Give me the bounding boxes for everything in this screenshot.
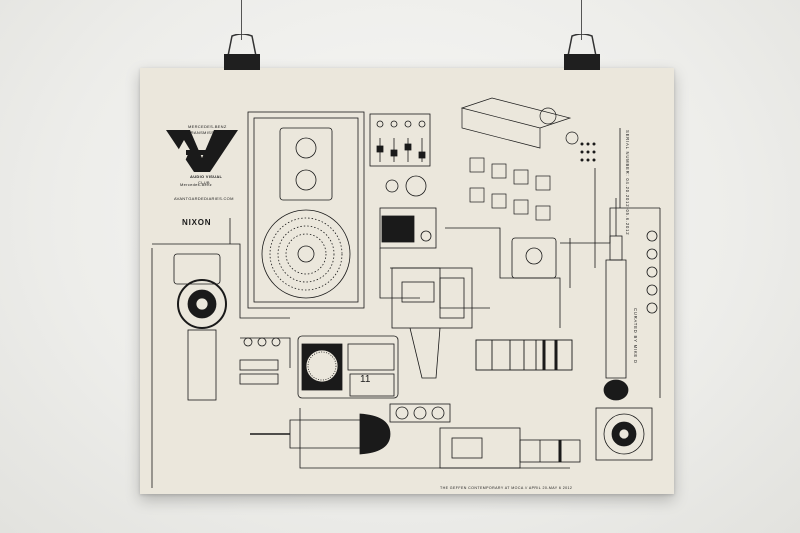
nixon-logo-text: NIXON [182,218,212,227]
logo-mid-text: TRANSMISSION [188,130,223,135]
synth-rack [460,97,579,221]
walkman [511,237,571,288]
logo-top-text: MERCEDES-BENZ [188,124,227,129]
av-logo [166,130,238,172]
logo-bottom-text: AUDIO VISUAL [190,174,223,179]
mixer [369,113,431,197]
sponsor-mercedes-text: Mercedes-Benz [180,182,212,187]
handheld-microphone [603,198,658,401]
super8-camera [391,267,473,379]
logo-club-text: CLUB [198,180,210,185]
button-row [389,403,451,423]
radio [379,207,437,249]
website-text: AVANTGARDEDIARIES.COM [174,196,234,201]
hanging-wire-left [241,0,242,40]
curated-by-text: CURATED BY MIKE D [633,308,638,364]
ribbon-microphone [250,413,391,455]
hanging-wire-right [581,0,582,40]
film-camera-left [173,253,227,401]
poster-artwork [151,97,661,488]
dot-grid [580,142,596,162]
boombox [297,335,399,399]
video-camera [439,427,581,469]
footer-venue-text: THE GEFFEN CONTEMPORARY AT MOCA // APRIL… [440,486,573,490]
binder-clip-right [564,34,600,70]
boombox-display-number: 11 [360,374,371,385]
woofer [595,407,653,461]
binder-clip-left [224,34,260,70]
poster: MERCEDES-BENZ TRANSMISSION AUDIO VISUAL … [140,68,674,494]
telephoto-lens [475,339,573,371]
serial-number-text: SERIAL NUMBER: 04.20.2012-05.6.2012 [625,130,630,236]
speaker-cabinet [247,111,365,309]
knob-panel [239,337,281,385]
